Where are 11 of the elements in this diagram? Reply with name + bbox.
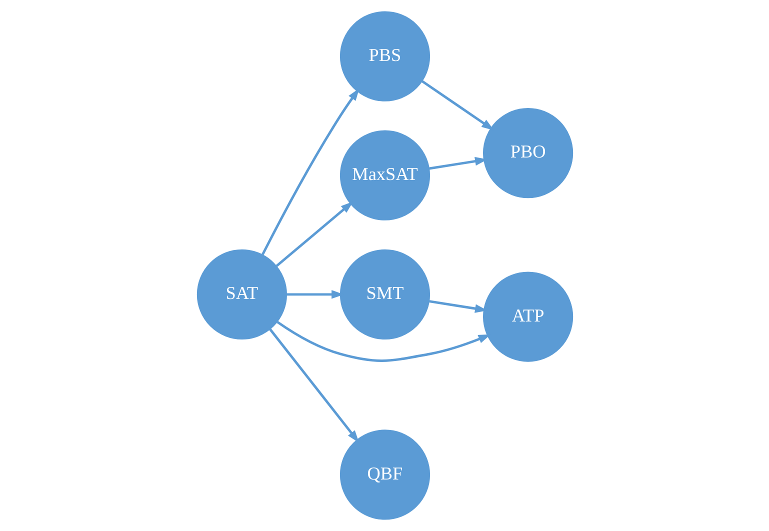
arrow: [428, 300, 487, 313]
arrow: [421, 80, 494, 130]
node-circle: ATP: [482, 272, 573, 362]
arrow: [276, 320, 490, 362]
node-circle: SMT: [339, 249, 430, 340]
arrow: [428, 156, 487, 170]
arrow: [275, 201, 353, 267]
node-circle: PBO: [482, 108, 573, 198]
arrow: [261, 88, 359, 256]
arrow: [268, 328, 359, 443]
node-circle: SAT: [196, 249, 287, 340]
